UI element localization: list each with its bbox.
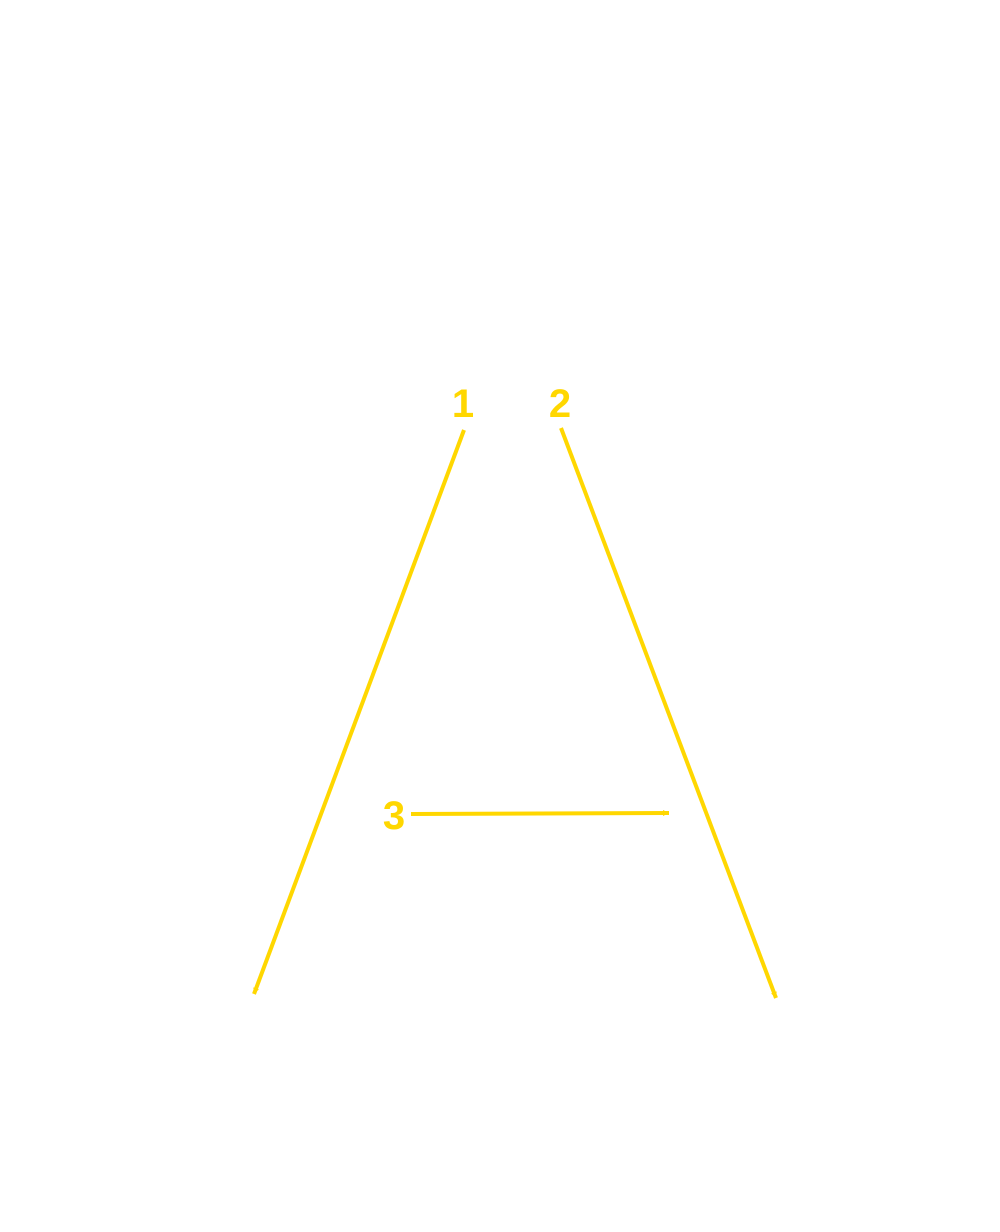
stroke-2: 2 [549,382,778,999]
stroke-1-arrow [252,429,466,995]
stroke-3-arrow [410,810,670,817]
stroke-1: 1 [252,382,474,995]
stroke-3: 3 [383,794,670,838]
stroke-2-arrow [559,427,778,999]
stroke-3-number: 3 [383,794,405,838]
stroke-2-number: 2 [549,382,571,426]
stroke-1-number: 1 [452,382,474,426]
